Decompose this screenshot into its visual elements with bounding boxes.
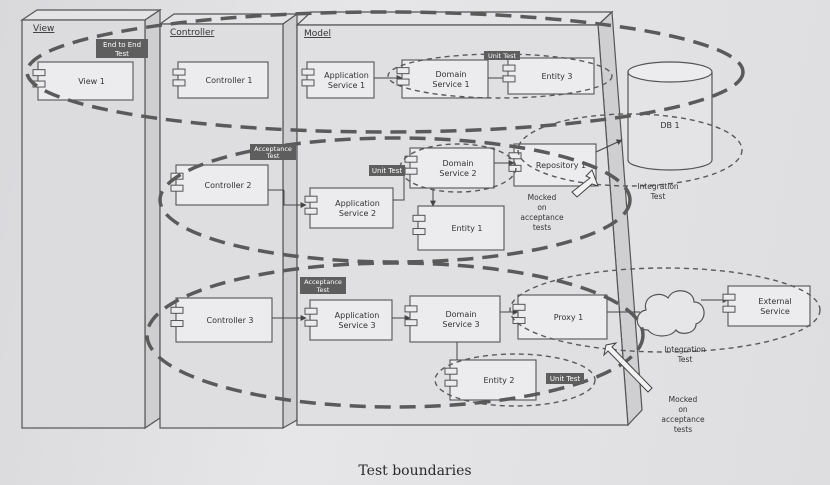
proxy-1-label: Proxy 1: [554, 313, 584, 322]
acceptance-tag-2-line1: Acceptance: [254, 145, 292, 153]
controller-3: Controller 3: [170, 297, 273, 343]
domain-service-1-label-1: Domain: [435, 70, 466, 79]
unit-test-tag-2-label: Unit Test: [372, 167, 403, 175]
proxy-1: Proxy 1: [512, 294, 608, 340]
acceptance-tag-3: Acceptance Test: [300, 277, 346, 294]
external-service-label-2: Service: [760, 307, 790, 316]
acceptance-tag-3-line2: Test: [316, 286, 330, 294]
application-service-3-label-2: Service 3: [338, 321, 375, 330]
unit-test-tag-3: Unit Test: [546, 373, 584, 384]
entity-3: Entity 3: [502, 57, 595, 95]
mocked-note-2-line3: acceptance: [661, 415, 705, 424]
entity-3-label: Entity 3: [542, 72, 573, 81]
unit-test-tag-2: Unit Test: [369, 165, 405, 176]
db-1-label: DB 1: [660, 121, 679, 130]
end-to-end-tag-line2: Test: [114, 50, 129, 58]
integration-boundary-external: [509, 267, 821, 353]
domain-service-2-label-1: Domain: [442, 159, 473, 168]
acceptance-tag-2: Acceptance Test: [250, 144, 296, 160]
figure-caption: Test boundaries: [358, 463, 472, 479]
mocked-arrow-1: [571, 169, 599, 198]
application-service-2-label-1: Application: [335, 199, 380, 208]
application-service-3-label-1: Application: [335, 311, 380, 320]
application-service-1-label-2: Service 1: [328, 81, 365, 90]
view-1: View 1: [32, 61, 134, 101]
db-1: DB 1: [627, 61, 713, 171]
controller-1: Controller 1: [172, 61, 269, 99]
controller-layer-label: Controller: [170, 28, 215, 38]
mocked-note-1-line4: tests: [533, 223, 551, 232]
entity-2-label: Entity 2: [484, 376, 515, 385]
unit-boundary-entity2: [434, 353, 596, 407]
cloud-icon: [636, 290, 705, 337]
mocked-note-2: Mocked on acceptance tests: [661, 395, 705, 434]
integration-boundary-db: [517, 113, 743, 187]
integration-note-1-line1: Integration: [637, 182, 679, 191]
mocked-note-1-line1: Mocked: [528, 193, 557, 202]
controller-2-label: Controller 2: [205, 181, 252, 190]
acceptance-tag-3-line1: Acceptance: [304, 278, 342, 286]
end-to-end-boundary: [25, 10, 745, 134]
unit-boundary-2: [399, 143, 517, 193]
domain-service-2-label-2: Service 2: [439, 169, 476, 178]
mocked-note-2-line4: tests: [674, 425, 692, 434]
repository-1-label: Repository 1: [536, 161, 586, 170]
domain-service-3-label-2: Service 3: [442, 320, 479, 329]
mocked-note-1: Mocked on acceptance tests: [520, 193, 564, 232]
model-layer-label: Model: [304, 29, 331, 39]
mocked-arrow-2: [603, 342, 653, 393]
view-layer-label: View: [33, 24, 54, 34]
unit-test-tag-1: Unit Test: [484, 51, 520, 60]
entity-2: Entity 2: [444, 359, 537, 401]
integration-note-2: Integration Test: [664, 345, 706, 364]
external-service-label-1: External: [758, 297, 791, 306]
entity-1-label: Entity 1: [452, 224, 483, 233]
components: View 1 Controller 1 Controller 2 Controller…: [32, 57, 811, 401]
application-service-2-label-2: Service 2: [339, 209, 376, 218]
controller-2: Controller 2: [170, 164, 269, 206]
end-to-end-tag-line1: End to End: [103, 41, 141, 49]
end-to-end-tag: End to End Test: [96, 39, 148, 58]
domain-service-3-label-1: Domain: [445, 310, 476, 319]
controller-1-label: Controller 1: [206, 76, 253, 85]
controller-3-label: Controller 3: [207, 316, 254, 325]
mocked-note-2-line2: on: [678, 405, 688, 414]
acceptance-tag-2-line2: Test: [266, 152, 280, 160]
entity-1: Entity 1: [412, 205, 505, 251]
unit-test-tag-1-label: Unit Test: [488, 52, 517, 60]
integration-note-1: Integration Test: [637, 182, 679, 201]
integration-note-2-line1: Integration: [664, 345, 706, 354]
repository-1: Repository 1: [508, 143, 597, 187]
application-service-1-label-1: Application: [324, 71, 369, 80]
test-boundaries: [25, 10, 821, 409]
unit-test-tag-3-label: Unit Test: [550, 375, 581, 383]
mocked-note-1-line2: on: [537, 203, 547, 212]
domain-service-1-label-2: Service 1: [432, 80, 469, 89]
acceptance-boundary-3: [145, 261, 645, 409]
mocked-note-1-line3: acceptance: [520, 213, 564, 222]
integration-note-2-line2: Test: [677, 355, 693, 364]
integration-note-1-line2: Test: [650, 192, 666, 201]
view-1-label: View 1: [78, 77, 105, 86]
mocked-note-2-line1: Mocked: [669, 395, 698, 404]
